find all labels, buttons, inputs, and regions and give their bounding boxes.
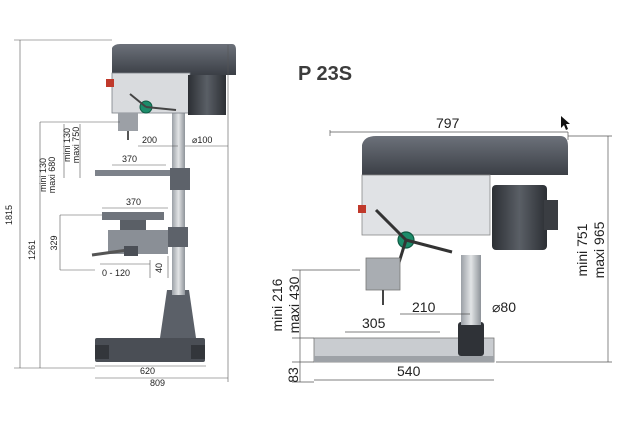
dim-210-label: 210 xyxy=(412,299,436,315)
dim-0-120-label: 0 - 120 xyxy=(102,268,130,278)
dim-797-label: 797 xyxy=(436,115,460,131)
dim-305-label: 305 xyxy=(362,315,386,331)
maxi-965-label: maxi 965 xyxy=(591,221,607,278)
mini-216-label: mini 216 xyxy=(269,278,285,331)
mini-751-label: mini 751 xyxy=(574,223,590,276)
maxi-680-label: maxi 680 xyxy=(47,157,57,194)
mini-130-label-a: mini 130 xyxy=(62,128,72,162)
right-drill-press xyxy=(313,136,568,363)
mini-130-label-b: mini 130 xyxy=(38,158,48,192)
dim-dia100-label: ⌀100 xyxy=(192,135,212,145)
dim-40-label: 40 xyxy=(154,263,164,273)
height-table-label: 1261 xyxy=(27,240,37,260)
mouse-cursor-icon xyxy=(561,116,570,130)
height-total-label: 1815 xyxy=(4,205,14,225)
right-dimension-lines xyxy=(292,130,612,383)
left-dimension-lines xyxy=(14,39,229,382)
dim-200-label: 200 xyxy=(142,135,157,145)
dim-540-label: 540 xyxy=(397,363,421,379)
dim-370-label-b: 370 xyxy=(126,197,141,207)
dim-370-label-a: 370 xyxy=(122,154,137,164)
dim-83-label: 83 xyxy=(285,367,301,383)
maxi-750-label: maxi 750 xyxy=(71,127,81,164)
dim-dia80-label: ⌀80 xyxy=(492,299,516,315)
dim-620-label: 620 xyxy=(140,366,155,376)
model-title: P 23S xyxy=(298,63,352,85)
dim-329-label: 329 xyxy=(49,235,59,250)
dim-809-label: 809 xyxy=(150,378,165,388)
maxi-430-label: maxi 430 xyxy=(286,276,302,333)
left-drill-press xyxy=(91,44,236,362)
